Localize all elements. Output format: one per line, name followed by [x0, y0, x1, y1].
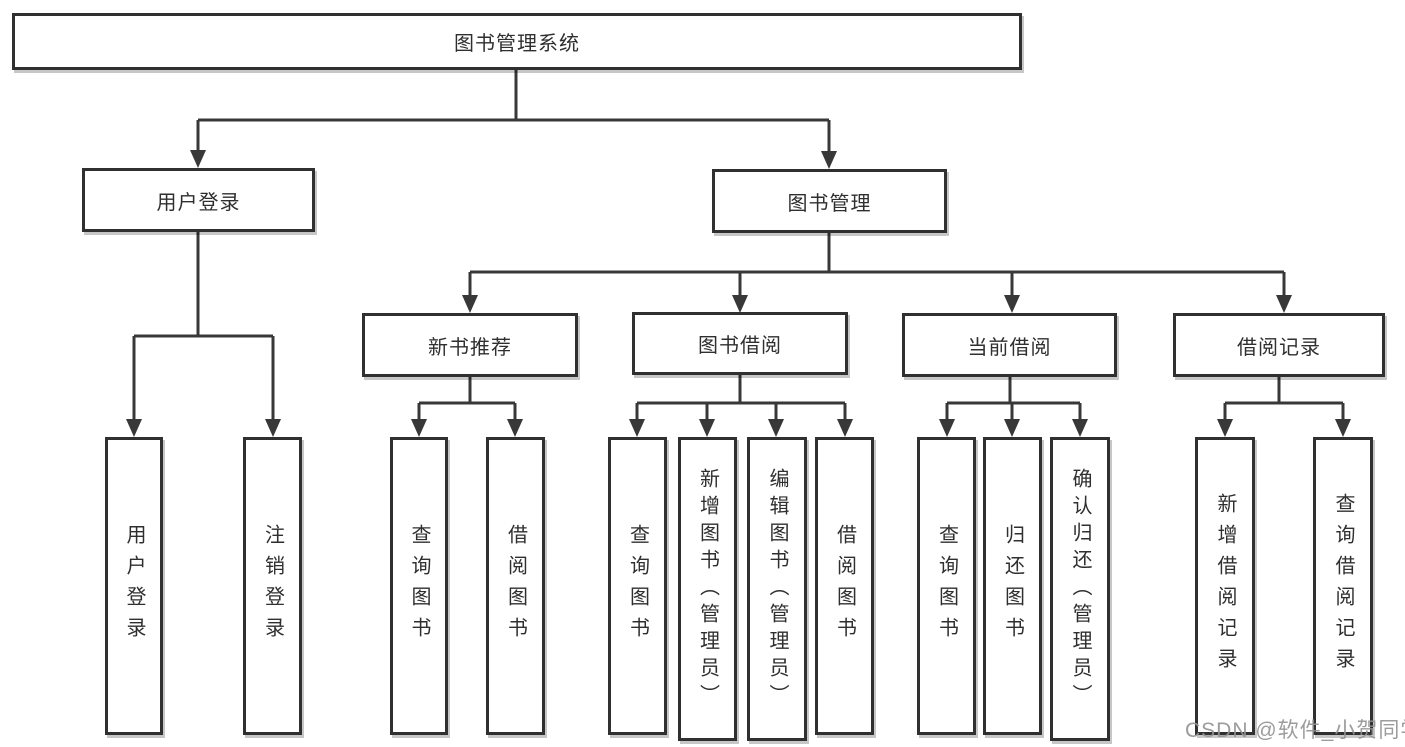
node-label: 新书推荐 [428, 336, 512, 359]
node-borrow-records: 借阅记录 [1173, 313, 1385, 377]
node-logout: 注销登录 [243, 437, 302, 735]
node-label: 借阅图书 [833, 524, 856, 648]
node-new-book-recommend: 新书推荐 [362, 313, 578, 377]
node-book-borrow: 图书借阅 [632, 312, 848, 375]
node-label: 用户登录 [156, 191, 241, 214]
node-query-books-recommend: 查询图书 [390, 437, 448, 735]
node-user-login: 用户登录 [82, 168, 315, 232]
node-borrow-books: 借阅图书 [815, 437, 874, 735]
node-user-login-action: 用户登录 [105, 437, 163, 735]
node-current-borrow: 当前借阅 [902, 313, 1117, 377]
node-label: 用户登录 [123, 524, 145, 648]
node-return-books: 归还图书 [983, 437, 1042, 735]
node-book-management: 图书管理 [712, 169, 947, 233]
node-query-borrow-record: 查询借阅记录 [1313, 437, 1373, 735]
node-label: 图书管理系统 [454, 33, 580, 55]
node-label: 借阅记录 [1237, 336, 1321, 359]
node-label: 编辑图书（管理员） [766, 467, 788, 711]
node-library-system: 图书管理系统 [12, 13, 1022, 70]
node-label: 确认归还（管理员） [1069, 467, 1091, 711]
node-label: 图书借阅 [698, 335, 782, 357]
node-add-books-admin: 新增图书（管理员） [678, 437, 737, 741]
node-label: 归还图书 [1001, 524, 1024, 648]
node-label: 查询借阅记录 [1332, 493, 1354, 679]
node-confirm-return-admin: 确认归还（管理员） [1050, 437, 1110, 741]
node-label: 当前借阅 [967, 336, 1052, 359]
node-label: 查询图书 [935, 524, 958, 648]
node-label: 图书管理 [787, 192, 872, 215]
node-label: 借阅图书 [504, 524, 527, 648]
node-label: 查询图书 [626, 524, 649, 648]
csdn-watermark: CSDN @软件_小贺同学 [1185, 719, 1405, 742]
node-label: 注销登录 [261, 524, 284, 648]
node-query-books-borrow: 查询图书 [608, 437, 667, 735]
node-query-books-current: 查询图书 [917, 437, 976, 735]
node-label: 查询图书 [408, 524, 430, 648]
node-edit-books-admin: 编辑图书（管理员） [747, 437, 807, 741]
node-add-borrow-record: 新增借阅记录 [1195, 437, 1255, 735]
node-label: 新增借阅记录 [1214, 493, 1236, 679]
node-borrow-books-recommend: 借阅图书 [486, 437, 545, 735]
node-label: 新增图书（管理员） [696, 467, 719, 711]
